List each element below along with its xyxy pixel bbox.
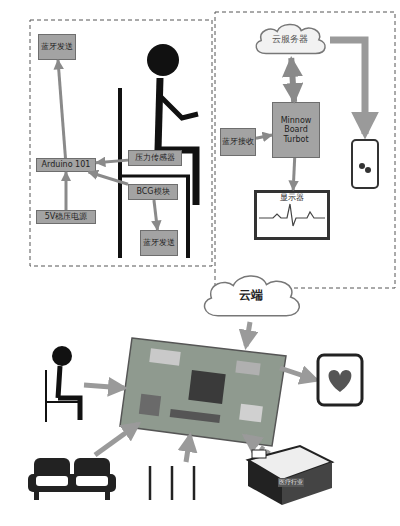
node-text: BCG模块: [136, 187, 169, 196]
chairs-icon: [150, 466, 194, 500]
heart-phone-icon: [318, 355, 362, 405]
module-box: 蓝牙发送: [140, 230, 178, 256]
node-text: Arduino 101: [42, 160, 91, 169]
signal-arrow: [256, 135, 272, 138]
dashed-group: [30, 20, 212, 266]
node-text: 显示器: [280, 193, 304, 202]
signal-arrow: [96, 160, 128, 163]
signal-arrow: [65, 172, 68, 210]
monitor-box: 显示器: [254, 190, 330, 240]
signal-arrow: [89, 172, 128, 184]
phone-icon: [352, 140, 378, 188]
cloud-node: 云端: [196, 270, 306, 322]
signal-arrow: [58, 60, 65, 158]
node-text: 云服务器: [272, 34, 308, 44]
dashed-group: [215, 12, 395, 288]
node-text: 蓝牙发送: [41, 42, 73, 51]
module-box: 蓝牙发送: [38, 34, 76, 60]
node-text: Minnow Board Turbot: [273, 116, 319, 144]
module-box: BCG模块: [128, 184, 178, 200]
sitting-figure: [46, 346, 82, 422]
bed-icon: [248, 446, 332, 505]
waveform: [259, 202, 325, 228]
node-text: 蓝牙接收: [222, 137, 254, 146]
node-text: 蓝牙发送: [143, 238, 175, 247]
board-box: Minnow Board Turbot: [272, 102, 320, 158]
board-arrows: [84, 322, 316, 462]
sitting-figure: [120, 44, 198, 258]
node-text: 压力传感器: [135, 153, 175, 162]
module-box: 蓝牙接收: [220, 128, 256, 156]
signal-arrow: [154, 200, 158, 230]
node-text: 5V稳压电源: [45, 212, 88, 221]
cloud-node: 云服务器: [250, 20, 330, 58]
power-box: 5V稳压电源: [36, 210, 96, 224]
sofa-icon: [28, 458, 116, 500]
data-link-arrow: [291, 58, 294, 102]
node-text: 云端: [239, 289, 263, 303]
board-illustration: [120, 338, 286, 446]
module-box: Arduino 101: [36, 158, 96, 172]
sensor-box: 压力传感器: [128, 150, 182, 166]
push-arrow: [330, 40, 365, 134]
signal-arrow: [293, 158, 295, 190]
bed-label: 医疗行业: [278, 478, 304, 487]
